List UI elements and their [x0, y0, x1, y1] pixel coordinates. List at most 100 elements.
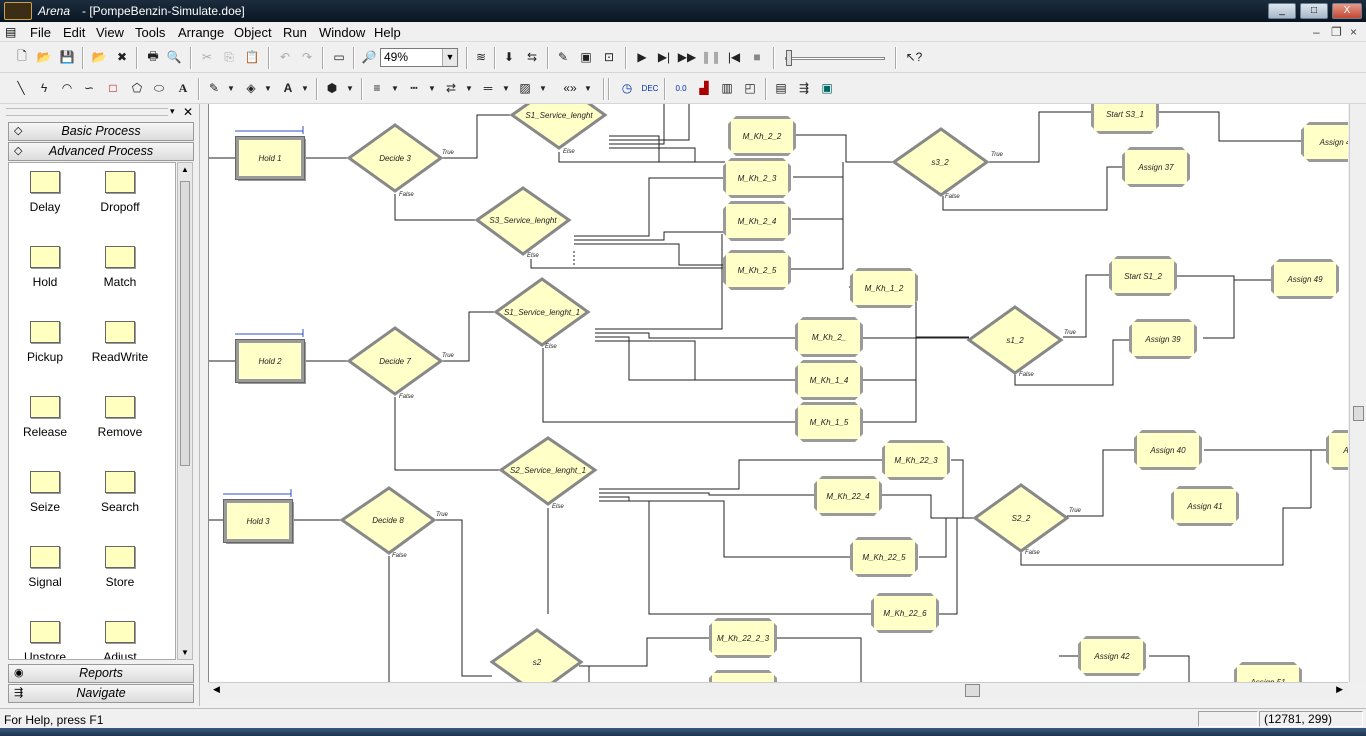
histogram-icon[interactable]: ▥ — [721, 81, 733, 95]
process-m-kh-22-6[interactable]: M_Kh_22_6 — [871, 593, 939, 633]
connect-icon[interactable]: ⬇ — [503, 50, 515, 64]
module-adjust[interactable]: Adjust — [90, 621, 150, 659]
zoom-select[interactable]: 49%▼ — [380, 48, 458, 67]
assign-37[interactable]: Assign 37 — [1122, 147, 1190, 187]
module-search[interactable]: Search — [90, 471, 150, 514]
assign-41[interactable]: Assign 41 — [1171, 486, 1239, 526]
arc-icon[interactable]: ◠ — [61, 81, 73, 95]
chevron-down-icon[interactable]: ▼ — [301, 83, 309, 93]
cut-icon[interactable]: ✂ — [201, 50, 213, 64]
assign-40[interactable]: Assign 40 — [1134, 430, 1202, 470]
scroll-up-icon[interactable]: ▲ — [181, 165, 189, 174]
redo-icon[interactable]: ↷ — [301, 50, 313, 64]
stop-icon[interactable]: ■ — [753, 50, 761, 64]
chevron-down-icon[interactable]: ▼ — [539, 83, 547, 93]
line-pattern-icon[interactable]: ═ — [483, 81, 493, 95]
plot-icon[interactable]: ◰ — [744, 81, 756, 95]
panel-advanced-process[interactable]: ◇Advanced Process — [8, 142, 194, 161]
module-pickup[interactable]: Pickup — [15, 321, 75, 364]
resource-icon[interactable]: ⇶ — [798, 81, 810, 95]
save-icon[interactable]: 💾 — [59, 50, 75, 64]
process-m-kh-22-3[interactable]: M_Kh_22_3 — [882, 440, 950, 480]
view-icon[interactable]: ⊡ — [603, 50, 615, 64]
open-icon[interactable]: 📂 — [36, 50, 52, 64]
fast-forward-icon[interactable]: ▶▶ — [677, 50, 697, 64]
module-signal[interactable]: Signal — [15, 546, 75, 589]
scroll-thumb[interactable] — [180, 181, 190, 466]
module-dropoff[interactable]: Dropoff — [90, 171, 150, 214]
chevron-down-icon[interactable]: ▼ — [584, 83, 592, 93]
hold-module-2[interactable]: Hold 2 — [235, 339, 305, 383]
process-m-kh-22-4[interactable]: M_Kh_22_4 — [814, 476, 882, 516]
mdi-minimize-button[interactable]: – — [1313, 25, 1320, 39]
box-icon[interactable]: □ — [109, 81, 117, 95]
assign-49[interactable]: Assign 49 — [1271, 259, 1339, 299]
start-s1-2[interactable]: Start S1_2 — [1109, 256, 1177, 296]
chevron-down-icon[interactable]: ▼ — [227, 83, 235, 93]
module-match[interactable]: Match — [90, 246, 150, 289]
menu-edit[interactable]: Edit — [63, 25, 86, 40]
process-m-kh-2[interactable]: M_Kh_2_ — [795, 317, 863, 357]
chevron-down-icon[interactable]: ▼ — [502, 83, 510, 93]
level-icon[interactable]: ▟ — [699, 81, 709, 95]
module-readwrite[interactable]: ReadWrite — [90, 321, 150, 364]
bezier-icon[interactable]: ∽ — [83, 81, 95, 95]
line-style-icon[interactable]: ┅ — [410, 81, 418, 95]
process-m-kh-2-3[interactable]: M_Kh_2_3 — [723, 158, 791, 198]
module-hold[interactable]: Hold — [15, 246, 75, 289]
chevron-down-icon[interactable]: ▼ — [465, 83, 473, 93]
process-m-kh-2-4[interactable]: M_Kh_2_4 — [723, 201, 791, 241]
fill-color-icon[interactable]: ◈ — [246, 81, 256, 95]
line-icon[interactable]: ╲ — [17, 81, 25, 95]
menu-arrange[interactable]: Arrange — [178, 25, 225, 40]
layers-icon[interactable]: ▭ — [333, 50, 345, 64]
check-model-icon[interactable]: ✎ — [557, 50, 569, 64]
pause-icon[interactable]: ❚❚ — [700, 50, 722, 64]
scroll-thumb[interactable] — [1353, 406, 1364, 421]
fill-pattern-icon[interactable]: ▨ — [519, 81, 531, 95]
chevron-down-icon[interactable]: ▼ — [428, 83, 436, 93]
text-color-icon[interactable]: A — [283, 81, 293, 95]
global-icon[interactable]: ▣ — [821, 81, 833, 95]
module-release[interactable]: Release — [15, 396, 75, 439]
chevron-down-icon[interactable]: ▼ — [391, 83, 399, 93]
start-over-icon[interactable]: |◀ — [727, 50, 741, 64]
clock-icon[interactable]: ◷ — [621, 81, 633, 95]
background-color-icon[interactable]: ⬢ — [326, 81, 338, 95]
process-m-kh-1-5[interactable]: M_Kh_1_5 — [795, 402, 863, 442]
process-m-kh-partial[interactable] — [709, 670, 777, 682]
process-m-kh-2-2[interactable]: M_Kh_2_2 — [728, 116, 796, 156]
menu-tools[interactable]: Tools — [135, 25, 166, 40]
menu-help[interactable]: Help — [374, 25, 401, 40]
module-unstore[interactable]: Unstore — [15, 621, 75, 659]
queue-icon[interactable]: ▤ — [775, 81, 787, 95]
text-icon[interactable]: A — [178, 80, 188, 95]
mdi-close-button[interactable]: × — [1350, 25, 1358, 39]
model-canvas[interactable]: Hold 1 Hold 2 Hold 3 Decide 3 S1_Service… — [208, 104, 1348, 682]
arrow-style-icon[interactable]: ⇄ — [445, 81, 457, 95]
paste-icon[interactable]: 📋 — [244, 50, 260, 64]
menu-object[interactable]: Object — [234, 25, 272, 40]
hold-module-1[interactable]: Hold 1 — [235, 136, 305, 180]
station-icon[interactable]: ⇆ — [526, 50, 538, 64]
polygon-icon[interactable]: ⬠ — [131, 81, 143, 95]
new-icon[interactable]: 🗋 — [17, 48, 27, 63]
menu-view[interactable]: View — [96, 25, 124, 40]
scroll-left-icon[interactable]: ◀ — [213, 684, 220, 694]
process-m-kh-1-2[interactable]: M_Kh_1_2 — [850, 268, 918, 308]
module-seize[interactable]: Seize — [15, 471, 75, 514]
mdi-restore-button[interactable]: ❐ — [1331, 25, 1342, 39]
process-m-kh-22-2-3[interactable]: M_Kh_22_2_3 — [709, 618, 777, 658]
animation-speed-slider[interactable] — [783, 48, 888, 68]
canvas-horizontal-scrollbar[interactable]: ◀ ▶ — [208, 682, 1348, 698]
step-icon[interactable]: ▶| — [657, 50, 671, 64]
go-icon[interactable]: ▶ — [637, 50, 647, 64]
menu-file[interactable]: File — [30, 25, 51, 40]
print-preview-icon[interactable]: 🔍 — [166, 50, 182, 64]
process-m-kh-22-5[interactable]: M_Kh_22_5 — [850, 537, 918, 577]
scroll-thumb[interactable] — [965, 684, 980, 697]
polyline-icon[interactable]: ϟ — [40, 81, 48, 95]
context-help-icon[interactable]: ↖? — [905, 50, 923, 64]
minimize-button[interactable]: _ — [1268, 3, 1296, 19]
line-color-icon[interactable]: ✎ — [208, 81, 220, 95]
